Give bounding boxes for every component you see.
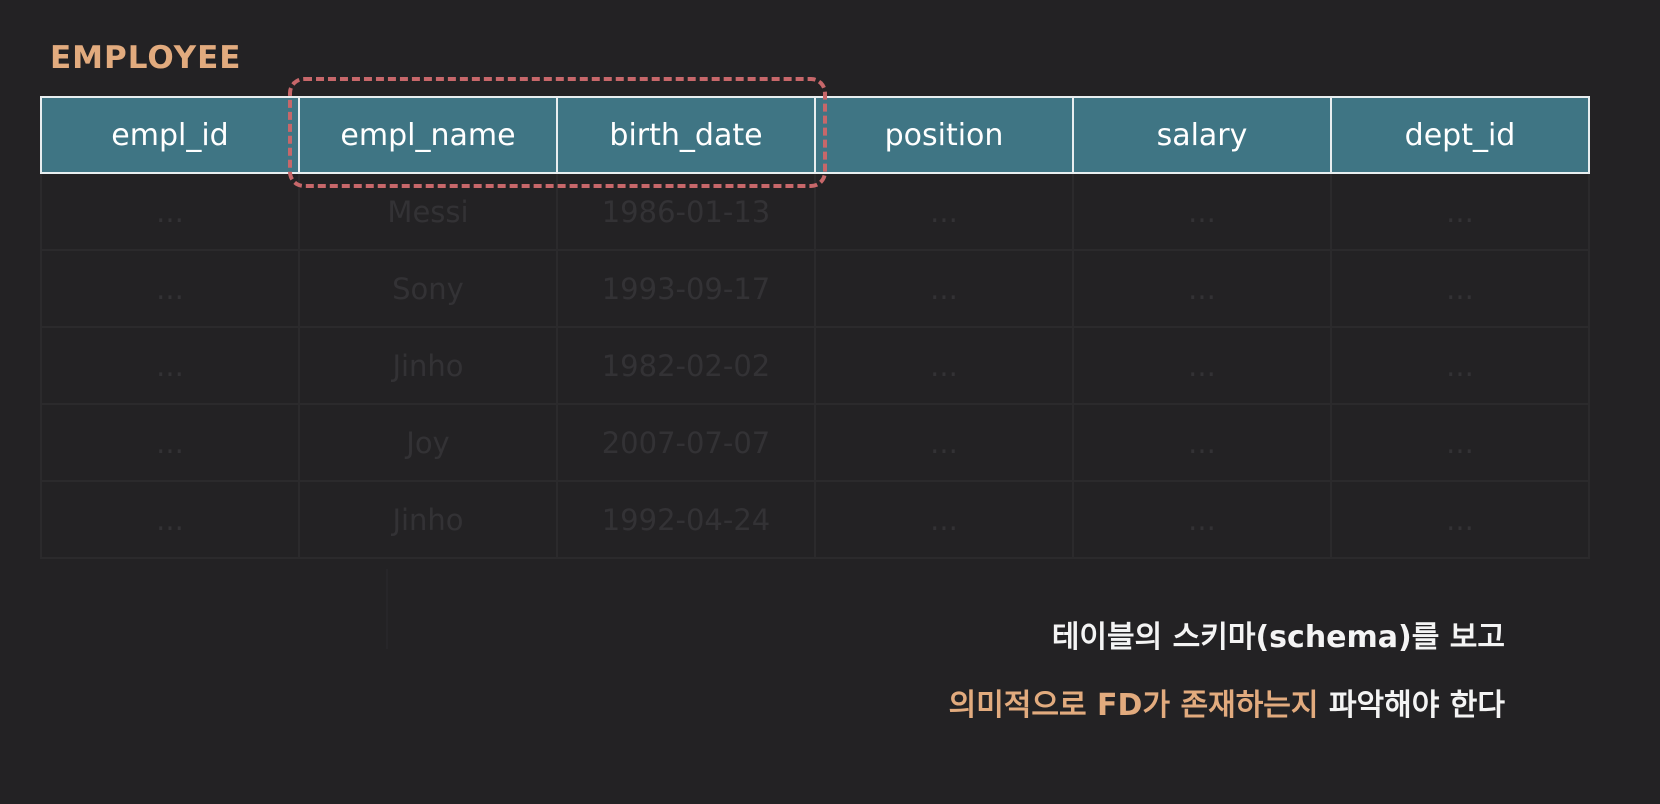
- table-cell: 1993-09-17: [556, 249, 816, 328]
- table-row: ... Joy 2007-07-07 ... ... ...: [40, 403, 1590, 482]
- table-cell: ...: [1072, 326, 1332, 405]
- header-row: empl_id empl_name birth_date position sa…: [40, 96, 1590, 174]
- table-cell: Messi: [298, 172, 558, 251]
- table-row: ... Jinho 1982-02-02 ... ... ...: [40, 326, 1590, 405]
- table-cell: ...: [1330, 326, 1590, 405]
- table-cell: ...: [814, 403, 1074, 482]
- caption-line-1: 테이블의 스키마(schema)를 보고: [1051, 620, 1505, 655]
- caption-normal-text: 파악해야 한다: [1328, 688, 1505, 723]
- table-title: EMPLOYEE: [50, 40, 242, 76]
- table-cell: ...: [1072, 249, 1332, 328]
- table-cell: ...: [1072, 480, 1332, 559]
- table-cell: ...: [1072, 172, 1332, 251]
- table-cell: ...: [40, 249, 300, 328]
- employee-table: empl_id empl_name birth_date position sa…: [40, 96, 1590, 559]
- table-cell: Sony: [298, 249, 558, 328]
- column-header-dept-id: dept_id: [1330, 96, 1590, 174]
- caption-accent-text: 의미적으로 FD가 존재하는지: [948, 688, 1319, 723]
- employee-table-container: empl_id empl_name birth_date position sa…: [40, 96, 1590, 559]
- table-cell: 1982-02-02: [556, 326, 816, 405]
- table-cell: ...: [40, 326, 300, 405]
- table-cell: Jinho: [298, 326, 558, 405]
- table-cell: ...: [1072, 403, 1332, 482]
- table-cell: ...: [814, 249, 1074, 328]
- column-header-salary: salary: [1072, 96, 1332, 174]
- column-header-empl-id: empl_id: [40, 96, 300, 174]
- divider: [386, 569, 388, 649]
- table-cell: Jinho: [298, 480, 558, 559]
- caption-line-2: 의미적으로 FD가 존재하는지 파악해야 한다: [949, 680, 1505, 724]
- column-header-birth-date: birth_date: [556, 96, 816, 174]
- table-cell: 1986-01-13: [556, 172, 816, 251]
- table-row: ... Jinho 1992-04-24 ... ... ...: [40, 480, 1590, 559]
- table-cell: Joy: [298, 403, 558, 482]
- table-cell: 1992-04-24: [556, 480, 816, 559]
- table-cell: ...: [814, 172, 1074, 251]
- table-cell: ...: [40, 172, 300, 251]
- table-cell: ...: [40, 403, 300, 482]
- table-cell: 2007-07-07: [556, 403, 816, 482]
- column-header-position: position: [814, 96, 1074, 174]
- table-cell: ...: [1330, 249, 1590, 328]
- table-row: ... Messi 1986-01-13 ... ... ...: [40, 172, 1590, 251]
- table-cell: ...: [814, 480, 1074, 559]
- column-header-empl-name: empl_name: [298, 96, 558, 174]
- table-cell: ...: [1330, 480, 1590, 559]
- table-cell: ...: [1330, 172, 1590, 251]
- table-cell: ...: [814, 326, 1074, 405]
- table-cell: ...: [1330, 403, 1590, 482]
- table-row: ... Sony 1993-09-17 ... ... ...: [40, 249, 1590, 328]
- table-cell: ...: [40, 480, 300, 559]
